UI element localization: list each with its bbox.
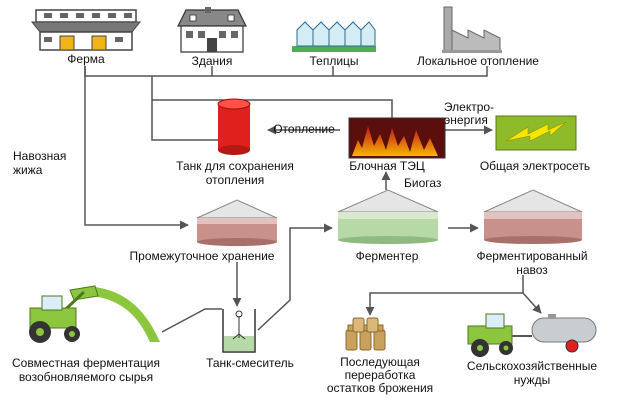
tank-tractor-icon	[467, 313, 597, 357]
bottles-icon	[345, 317, 386, 351]
farm-icon	[30, 9, 142, 51]
heat-tank-to-bus	[151, 100, 218, 141]
fermenter-label: Ферментер	[355, 249, 419, 263]
greenhouses-label: Теплицы	[309, 54, 359, 68]
digestate-label-line1: Ферментированный	[476, 249, 588, 263]
digestate-split-line	[365, 275, 524, 316]
buildings-icon	[177, 7, 247, 53]
loader-tractor-icon	[29, 285, 160, 343]
chp-label: Блочная ТЭЦ	[349, 159, 425, 173]
biogas-label: Биогаз	[404, 176, 442, 190]
manure-liquid-arrow	[84, 66, 189, 230]
heat-tank-icon	[217, 98, 251, 155]
interim-storage-icon	[196, 199, 278, 246]
post-processing-label-line3: остатков брожения	[326, 381, 434, 395]
digestate-store-icon	[483, 189, 583, 244]
manure-liquid-label-line1: Навозная	[13, 149, 67, 163]
digestate-to-agri-arrow	[522, 292, 542, 314]
post-processing-label-line1: Последующая	[340, 355, 420, 369]
electricity-label-line1: Электро-	[443, 100, 495, 114]
agriculture-label-line1: Сельскохозяйственные	[466, 359, 598, 373]
connector-lines	[84, 66, 542, 333]
greenhouses-icon	[292, 21, 376, 52]
chp-unit-icon	[348, 117, 446, 159]
buildings-label: Здания	[191, 54, 233, 68]
mixer-to-fermenter-arrow	[257, 223, 333, 331]
digestate-label-line2: навоз	[516, 263, 548, 277]
heat-tank-label-line1: Танк для сохранения	[176, 159, 294, 173]
heating-label: Отопление	[273, 122, 335, 136]
heat-tank-label-line2: отопления	[205, 173, 265, 187]
feed-line	[161, 308, 222, 333]
fermenter-icon	[337, 189, 439, 244]
manure-liquid-label-line2: жижа	[13, 163, 43, 177]
cofermentation-label-line1: Совместная ферментация	[11, 356, 161, 370]
farm-label: Ферма	[67, 52, 105, 66]
grid-label: Общая электросеть	[479, 159, 591, 173]
chp-to-bus-line	[151, 76, 393, 118]
mixing-tank-label: Танк-смеситель	[206, 356, 294, 370]
interim-storage-label: Промежуточное хранение	[129, 249, 275, 263]
factory-icon	[442, 6, 502, 53]
electricity-label-line2: энергия	[444, 113, 488, 127]
post-processing-label-line2: переработка	[344, 368, 416, 382]
local-heating-label: Локальное отопление	[417, 54, 539, 68]
mixing-tank-icon	[222, 309, 256, 353]
agriculture-label-line2: нужды	[513, 373, 551, 387]
cofermentation-label-line2: возобновляемого сырья	[18, 370, 154, 384]
grid-icon	[495, 115, 577, 151]
